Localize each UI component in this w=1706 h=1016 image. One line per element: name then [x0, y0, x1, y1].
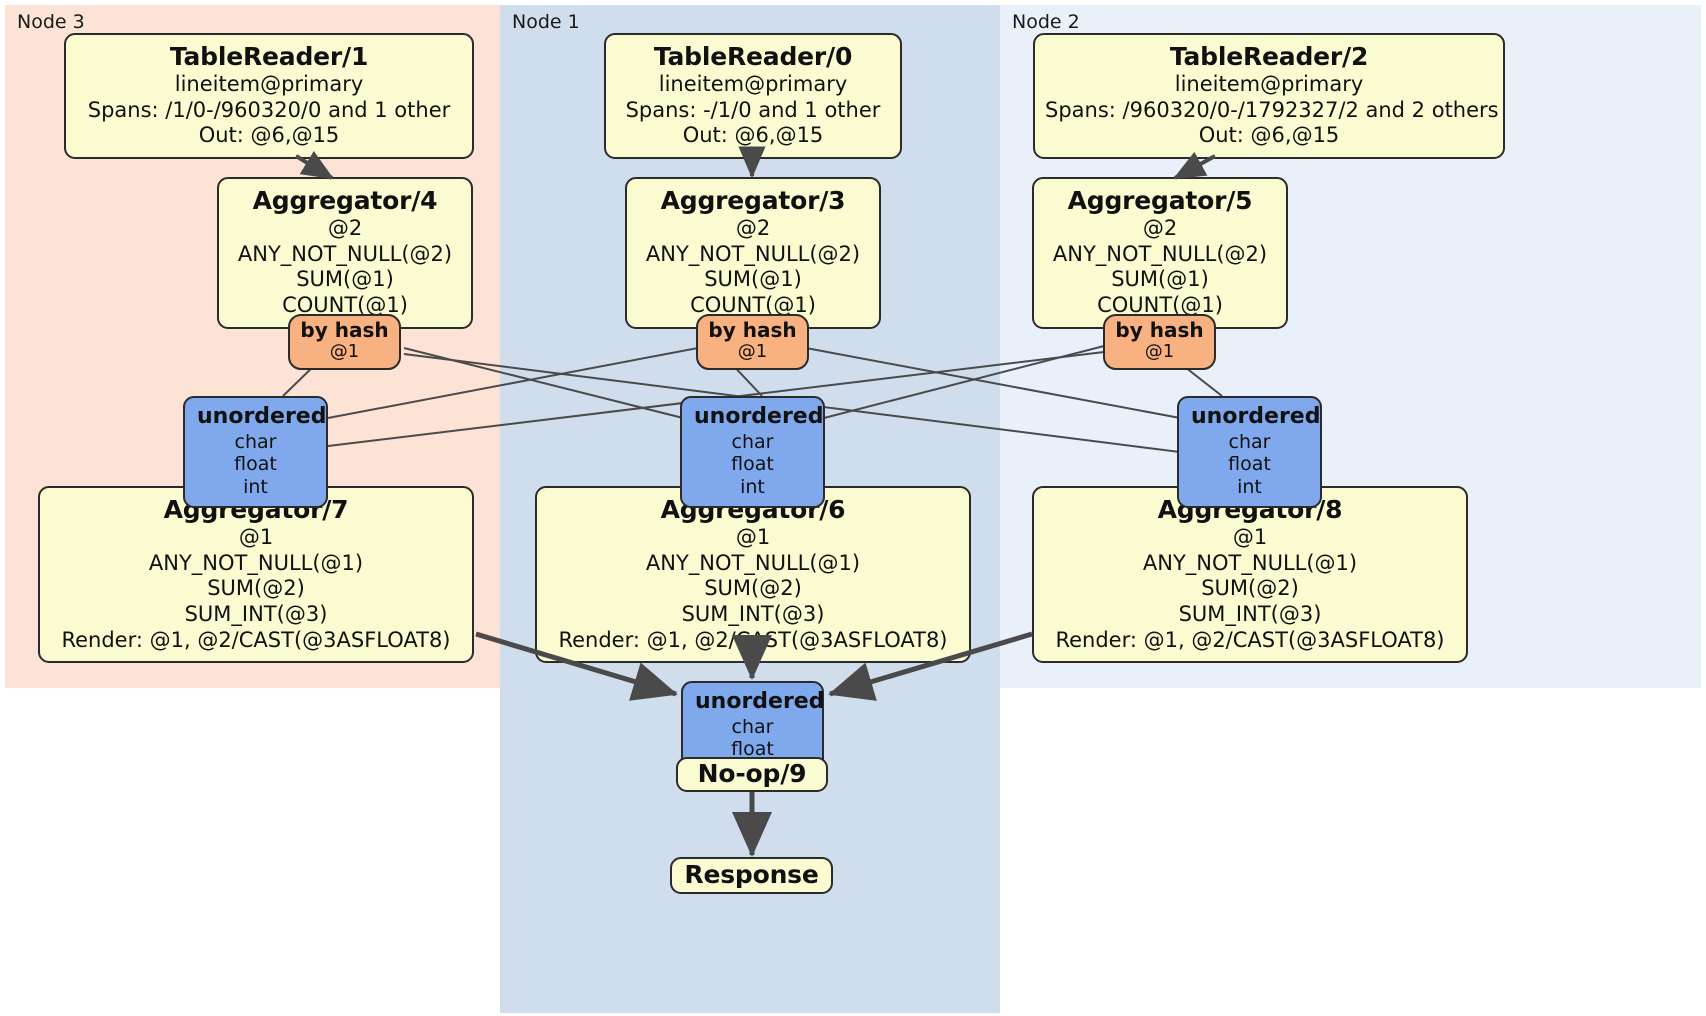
- aggregator-func: SUM_INT(@3): [1178, 602, 1322, 627]
- processor-title: TableReader/0: [653, 42, 853, 71]
- processor-title: No-op/9: [697, 758, 807, 788]
- aggregator-func: SUM_INT(@3): [681, 602, 825, 627]
- synchronizer-type: int: [740, 476, 765, 499]
- processor-aggregator-5[interactable]: Aggregator/5 @2 ANY_NOT_NULL(@2) SUM(@1)…: [1032, 177, 1288, 329]
- aggregator-func: ANY_NOT_NULL(@2): [237, 241, 453, 266]
- node-panel-label-node1: Node 1: [512, 11, 580, 33]
- processor-aggregator-8[interactable]: Aggregator/8 @1 ANY_NOT_NULL(@1) SUM(@2)…: [1032, 486, 1468, 664]
- router-title: by hash: [300, 318, 389, 342]
- synchronizer-title: unordered: [1191, 404, 1321, 429]
- processor-title: TableReader/2: [1169, 42, 1369, 71]
- processor-spans: Spans: /960320/0-/1792327/2 and 2 others: [1045, 97, 1499, 122]
- aggregator-func: SUM_INT(@3): [184, 602, 328, 627]
- synchronizer-type: char: [234, 430, 277, 453]
- router-key: @1: [1144, 341, 1175, 362]
- processor-tablereader-0[interactable]: TableReader/0 lineitem@primary Spans: -/…: [604, 33, 902, 160]
- synchronizer-unordered-node2[interactable]: unordered char float int: [1177, 396, 1322, 508]
- aggregator-group: @1: [238, 525, 274, 550]
- aggregator-render: Render: @1, @2/CAST(@3ASFLOAT8): [1055, 627, 1445, 652]
- synchronizer-type: char: [731, 715, 774, 738]
- aggregator-func: SUM(@2): [1201, 576, 1299, 601]
- aggregator-group: @2: [327, 216, 363, 241]
- aggregator-group: @2: [1142, 216, 1178, 241]
- aggregator-func: SUM(@1): [1111, 267, 1209, 292]
- processor-aggregator-3[interactable]: Aggregator/3 @2 ANY_NOT_NULL(@2) SUM(@1)…: [625, 177, 881, 329]
- aggregator-func: COUNT(@1): [282, 293, 408, 318]
- processor-title: Response: [684, 859, 819, 889]
- processor-table: lineitem@primary: [174, 72, 364, 97]
- processor-aggregator-6[interactable]: Aggregator/6 @1 ANY_NOT_NULL(@1) SUM(@2)…: [535, 486, 971, 664]
- synchronizer-type: float: [731, 738, 774, 761]
- synchronizer-unordered-node3[interactable]: unordered char float int: [183, 396, 328, 508]
- processor-title: TableReader/1: [169, 42, 369, 71]
- aggregator-func: ANY_NOT_NULL(@1): [645, 550, 861, 575]
- aggregator-func: SUM(@1): [704, 267, 802, 292]
- synchronizer-type: float: [234, 453, 277, 476]
- router-key: @1: [737, 341, 768, 362]
- aggregator-func: COUNT(@1): [690, 293, 816, 318]
- synchronizer-title: unordered: [694, 404, 824, 429]
- router-title: by hash: [1115, 318, 1204, 342]
- processor-tablereader-1[interactable]: TableReader/1 lineitem@primary Spans: /1…: [64, 33, 474, 160]
- processor-spans: Spans: -/1/0 and 1 other: [625, 97, 881, 122]
- synchronizer-type: float: [731, 453, 774, 476]
- aggregator-func: COUNT(@1): [1097, 293, 1223, 318]
- router-title: by hash: [708, 318, 797, 342]
- aggregator-render: Render: @1, @2/CAST(@3ASFLOAT8): [558, 627, 948, 652]
- aggregator-func: ANY_NOT_NULL(@1): [148, 550, 364, 575]
- processor-table: lineitem@primary: [658, 72, 848, 97]
- processor-out: Out: @6,@15: [1198, 123, 1340, 148]
- synchronizer-title: unordered: [197, 404, 327, 429]
- processor-table: lineitem@primary: [1174, 72, 1364, 97]
- synchronizer-type: char: [731, 430, 774, 453]
- synchronizer-unordered-node1[interactable]: unordered char float int: [680, 396, 825, 508]
- aggregator-group: @2: [735, 216, 771, 241]
- synchronizer-type: float: [1228, 453, 1271, 476]
- aggregator-group: @1: [735, 525, 771, 550]
- router-by-hash-node2[interactable]: by hash @1: [1103, 314, 1216, 370]
- processor-title: Aggregator/4: [252, 186, 438, 215]
- aggregator-func: ANY_NOT_NULL(@2): [1052, 241, 1268, 266]
- router-key: @1: [329, 341, 360, 362]
- router-by-hash-node3[interactable]: by hash @1: [288, 314, 401, 370]
- aggregator-func: ANY_NOT_NULL(@2): [645, 241, 861, 266]
- synchronizer-title: unordered: [695, 689, 825, 714]
- synchronizer-type: int: [1237, 476, 1262, 499]
- processor-response[interactable]: Response: [670, 857, 833, 894]
- router-by-hash-node1[interactable]: by hash @1: [696, 314, 809, 370]
- processor-spans: Spans: /1/0-/960320/0 and 1 other: [87, 97, 451, 122]
- synchronizer-type: int: [243, 476, 268, 499]
- aggregator-func: SUM(@1): [296, 267, 394, 292]
- synchronizer-type: char: [1228, 430, 1271, 453]
- node-panel-label-node2: Node 2: [1012, 11, 1080, 33]
- processor-aggregator-7[interactable]: Aggregator/7 @1 ANY_NOT_NULL(@1) SUM(@2)…: [38, 486, 474, 664]
- aggregator-func: SUM(@2): [207, 576, 305, 601]
- processor-noop-9[interactable]: No-op/9: [676, 757, 828, 792]
- processor-tablereader-2[interactable]: TableReader/2 lineitem@primary Spans: /9…: [1033, 33, 1505, 160]
- aggregator-func: SUM(@2): [704, 576, 802, 601]
- processor-out: Out: @6,@15: [198, 123, 340, 148]
- processor-title: Aggregator/5: [1067, 186, 1253, 215]
- aggregator-render: Render: @1, @2/CAST(@3ASFLOAT8): [61, 627, 451, 652]
- processor-aggregator-4[interactable]: Aggregator/4 @2 ANY_NOT_NULL(@2) SUM(@1)…: [217, 177, 473, 329]
- aggregator-func: ANY_NOT_NULL(@1): [1142, 550, 1358, 575]
- processor-out: Out: @6,@15: [682, 123, 824, 148]
- aggregator-group: @1: [1232, 525, 1268, 550]
- node-panel-label-node3: Node 3: [17, 11, 85, 33]
- processor-title: Aggregator/3: [660, 186, 846, 215]
